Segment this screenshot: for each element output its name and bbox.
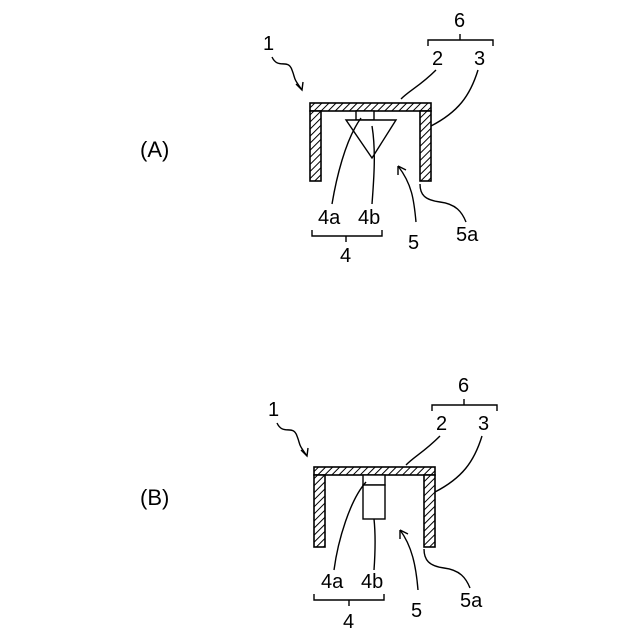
label-4: 4 <box>343 611 354 633</box>
panel-b: (B) 6 2 3 1 4a 4b 4 5 5a <box>140 375 497 633</box>
leader-5 <box>398 166 416 222</box>
panel-a-label: (A) <box>140 137 169 162</box>
label-4b: 4b <box>361 571 383 593</box>
bracket-6 <box>428 34 493 46</box>
part-4b-rectangle <box>363 485 385 519</box>
label-4b: 4b <box>358 207 380 229</box>
left-wall <box>310 111 321 181</box>
panel-b-label: (B) <box>140 485 169 510</box>
part-4b-triangle <box>346 120 396 158</box>
label-4a: 4a <box>318 207 341 229</box>
label-6: 6 <box>454 10 465 32</box>
label-2: 2 <box>432 48 443 70</box>
label-1: 1 <box>268 399 279 421</box>
label-4a: 4a <box>321 571 344 593</box>
leader-5a <box>420 184 466 222</box>
leader-5a <box>424 549 470 588</box>
bracket-6 <box>432 399 497 411</box>
label-3: 3 <box>474 48 485 70</box>
label-5a: 5a <box>456 224 479 246</box>
leader-4a <box>334 482 366 570</box>
label-3: 3 <box>478 413 489 435</box>
panel-a: (A) 6 2 3 1 4a 4b 4 5 5a <box>140 10 493 267</box>
label-6: 6 <box>458 375 469 397</box>
label-5: 5 <box>408 232 419 254</box>
label-1: 1 <box>263 33 274 55</box>
bracket-4 <box>312 230 382 242</box>
leader-3 <box>431 70 478 126</box>
right-wall <box>420 111 431 181</box>
leader-3 <box>435 436 482 492</box>
leader-4b <box>374 519 375 570</box>
part-4a <box>356 111 374 120</box>
part-4a <box>363 475 385 485</box>
leader-5 <box>400 530 418 590</box>
arrow-5-icon <box>400 530 408 539</box>
left-wall <box>314 475 325 547</box>
label-5: 5 <box>411 600 422 622</box>
top-plate <box>314 467 435 475</box>
leader-2 <box>401 70 436 99</box>
right-wall <box>424 475 435 547</box>
leader-2 <box>406 436 440 465</box>
label-2: 2 <box>436 413 447 435</box>
bracket-4 <box>314 594 384 606</box>
label-5a: 5a <box>460 590 483 612</box>
top-plate <box>310 103 431 111</box>
label-4: 4 <box>340 245 351 267</box>
